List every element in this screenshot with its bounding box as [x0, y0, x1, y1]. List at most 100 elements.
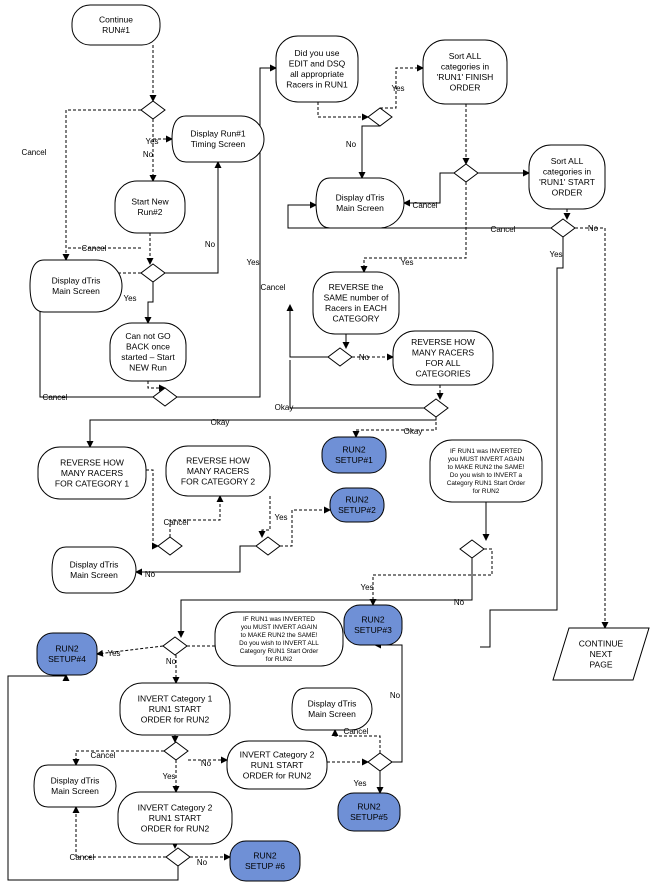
reverse-category-2-line-2: MANY RACERS: [187, 466, 250, 476]
sort-finish-order-line-4: ORDER: [450, 83, 481, 93]
decision-diamond-14[interactable]: [367, 752, 393, 772]
edge-label-11: Cancel: [413, 201, 438, 210]
edge-label-4: Cancel: [82, 244, 107, 253]
edge-label-8: Yes: [246, 258, 259, 267]
decision-diamond-9[interactable]: [157, 536, 183, 556]
reverse-all-categories-line-2: MANY RACERS: [412, 348, 475, 358]
display-dtris-main-3-shape: [51, 546, 137, 594]
connector-50: [72, 806, 166, 858]
connector-5: [165, 161, 222, 274]
reverse-category-2-line-3: FOR CATEGORY 2: [181, 476, 255, 486]
decision-diamond-2[interactable]: [140, 263, 166, 283]
display-dtris-main-1-line-1: Display dTris: [52, 276, 101, 286]
run2-setup-2-shape: [329, 487, 385, 523]
cannot-go-back-line-3: started – Start: [121, 352, 175, 362]
connector-19: [287, 201, 551, 229]
display-dtris-main-5-line-2: Main Screen: [51, 786, 99, 796]
reverse-all-categories-line-4: CATEGORIES: [415, 369, 470, 379]
decision-diamond-5[interactable]: [453, 163, 479, 183]
decision-layer: [140, 100, 576, 867]
run2-setup-5-line-2: SETUP#5: [350, 812, 388, 822]
connector-8: [144, 282, 154, 324]
decision-diamond-13[interactable]: [163, 741, 189, 761]
decision-diamond-3[interactable]: [152, 387, 178, 407]
connector-11: [177, 64, 277, 398]
invert-cat1-a-line-3: ORDER for RUN2: [141, 714, 210, 724]
reverse-category-2-line-1: REVERSE HOW: [186, 455, 250, 465]
invert-question-1-line-4: Do you wish to INVERT a: [450, 472, 523, 479]
connector-39: [96, 645, 164, 657]
connector-10: [36, 299, 153, 398]
connector-42: [72, 750, 164, 766]
edge-label-34: Cancel: [70, 853, 95, 862]
reverse-same-number-line-3: Racers in EACH: [325, 303, 387, 313]
connector-12: [317, 102, 369, 121]
continue-next-page-line-3: PAGE: [590, 659, 613, 669]
edge-label-3: Cancel: [22, 148, 47, 157]
display-run1-timing-shape: [171, 115, 265, 163]
display-dtris-main-2-shape: [315, 177, 405, 229]
run2-setup-2-line-2: SETUP#2: [338, 505, 376, 515]
edge-label-22: Yes: [274, 513, 287, 522]
edge-label-18: No: [359, 353, 370, 362]
connector-22: [360, 182, 467, 273]
display-dtris-main-2-line-1: Display dTris: [336, 193, 385, 203]
connector-25: [286, 304, 328, 358]
connector-30: [146, 469, 159, 550]
decision-diamond-4[interactable]: [367, 107, 393, 127]
did-you-use-edit-line-4: Racers in RUN1: [286, 80, 348, 90]
display-dtris-main-3-line-1: Display dTris: [70, 560, 119, 570]
decision-diamond-15[interactable]: [165, 847, 191, 867]
run2-setup-6-line-1: RUN2: [253, 851, 276, 861]
decision-diamond-8[interactable]: [423, 398, 449, 418]
decision-diamond-1[interactable]: [140, 100, 166, 120]
decision-diamond-6[interactable]: [550, 218, 576, 238]
continue-run1-shape: [71, 4, 161, 46]
decision-diamond-7[interactable]: [327, 347, 353, 367]
decision-diamond-10[interactable]: [255, 536, 281, 556]
edge-label-21: Cancel: [164, 518, 189, 527]
display-run1-timing-line-2: Timing Screen: [191, 139, 246, 149]
did-you-use-edit-line-1: Did you use: [295, 48, 340, 58]
display-dtris-main-2-line-2: Main Screen: [336, 203, 384, 213]
decision-diamond-12[interactable]: [162, 636, 188, 656]
run2-setup-2-line-1: RUN2: [345, 495, 368, 505]
invert-cat2-a-line-2: RUN1 START: [251, 760, 304, 770]
cannot-go-back-line-1: Can not GO: [125, 331, 171, 341]
connector-46: [331, 729, 381, 753]
display-run1-timing-line-1: Display Run#1: [190, 129, 246, 139]
edge-label-29: Cancel: [91, 751, 116, 760]
decision-diamond-11[interactable]: [459, 539, 485, 559]
reverse-category-1-line-3: FOR CATEGORY 1: [55, 478, 129, 488]
